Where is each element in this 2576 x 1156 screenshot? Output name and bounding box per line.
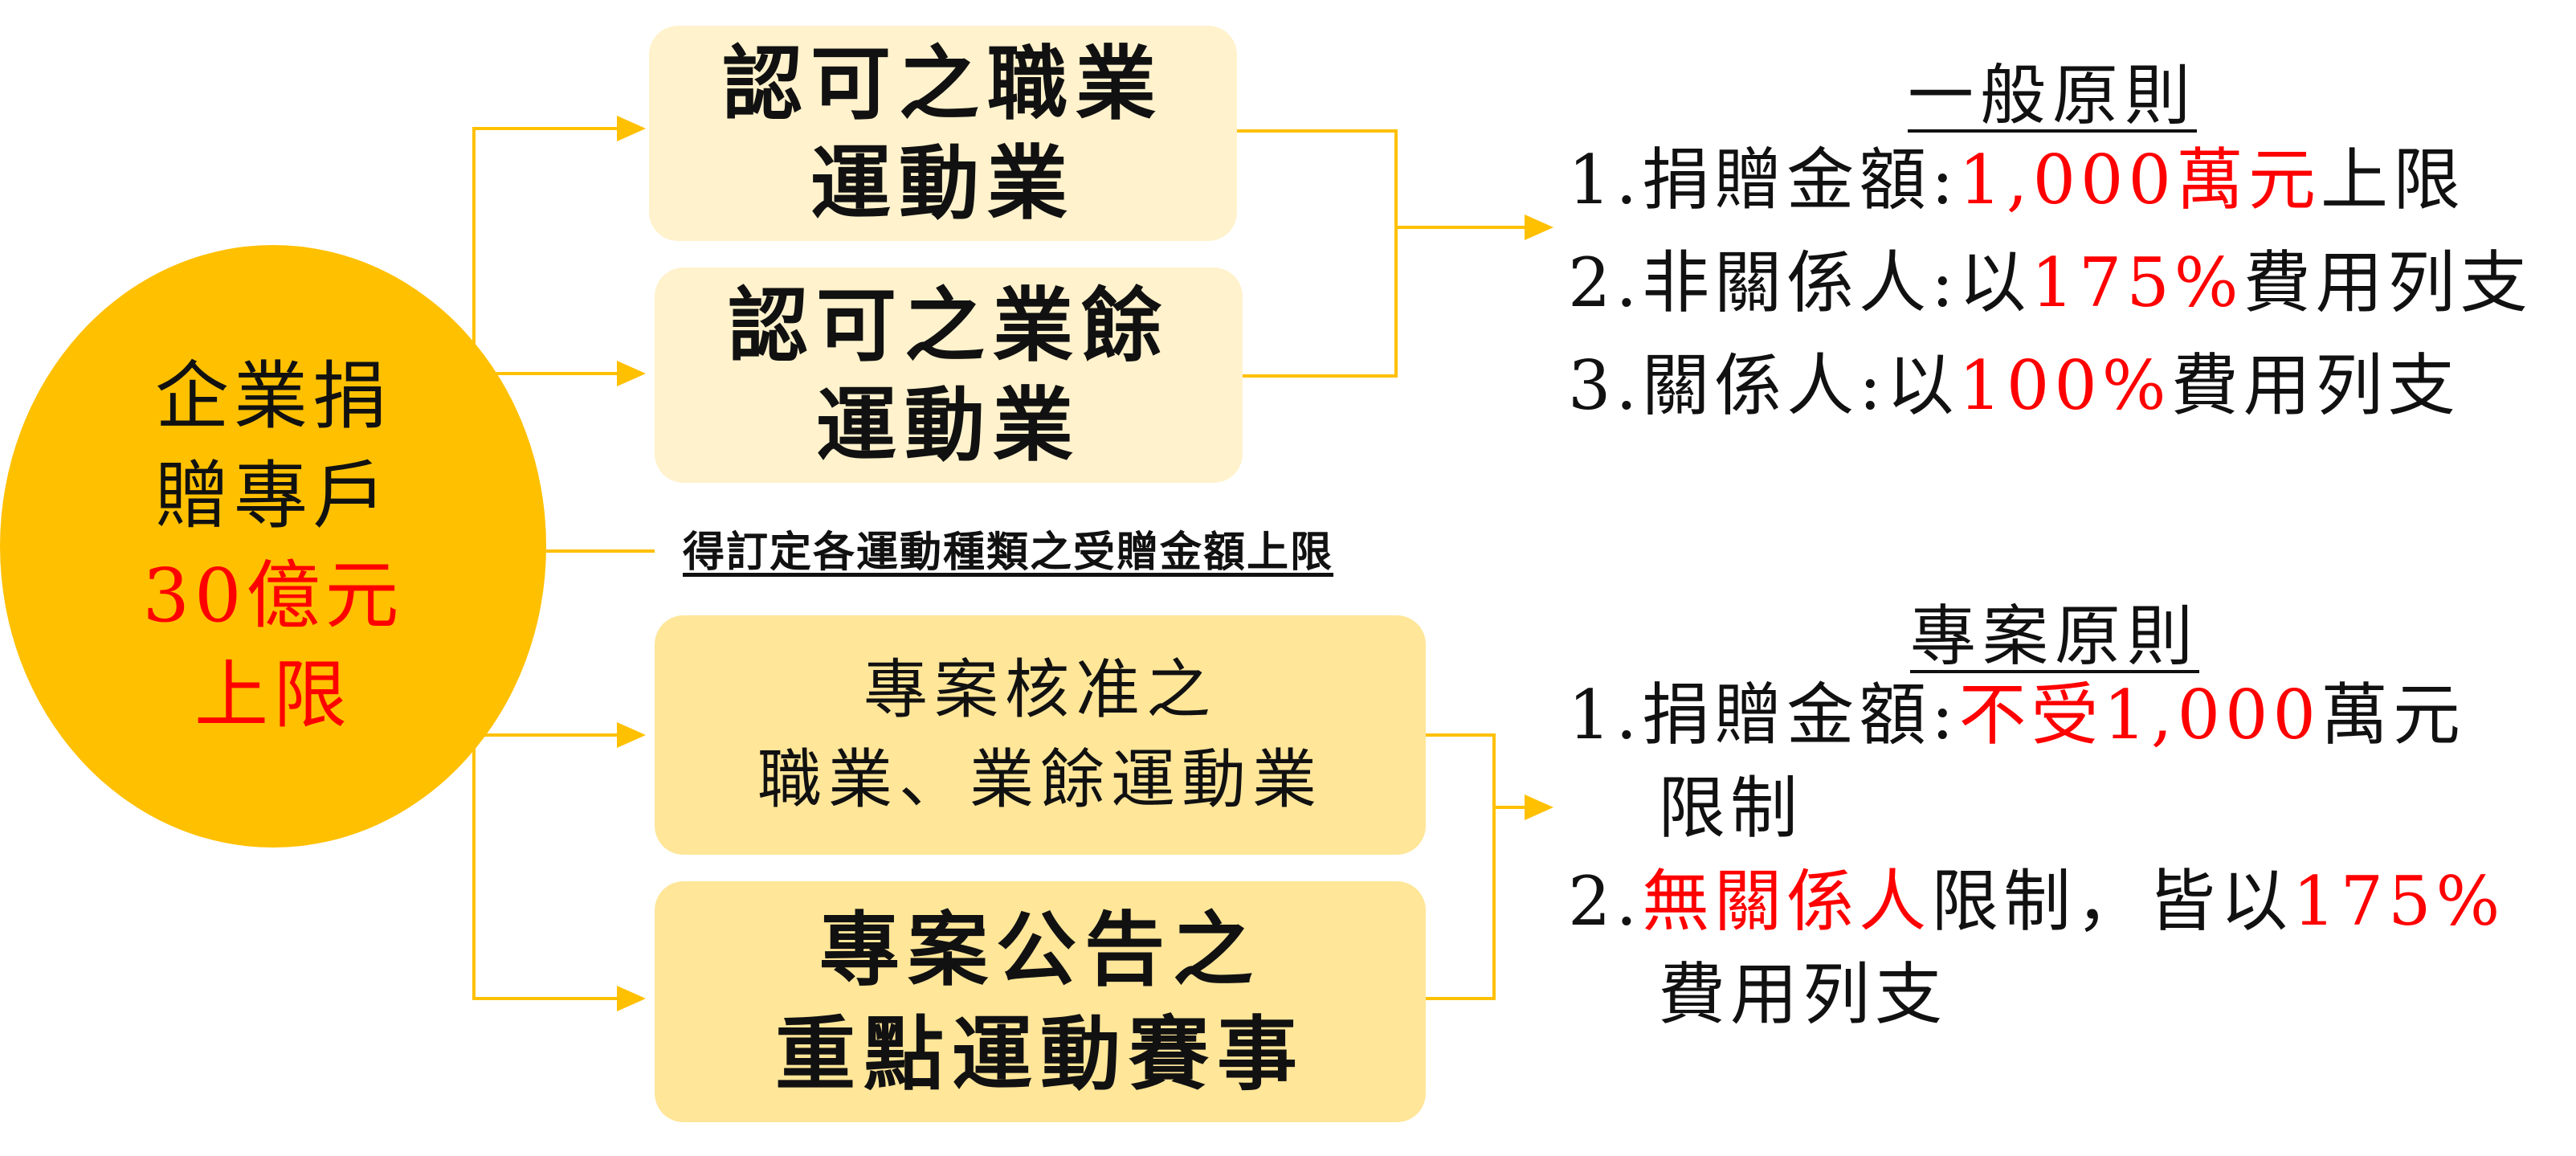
sport-cap-note: 得訂定各運動種類之受贈金額上限: [683, 528, 1334, 577]
special-principles-title: 專案原則: [1910, 598, 2200, 675]
special-rule-1: 1.捐贈金額:不受1,000萬元: [1568, 676, 2465, 754]
box4-line2: 重點運動賽事: [775, 1007, 1305, 1101]
circle-limit-line-1: 30億元: [142, 553, 404, 639]
general-rule-1: 1.捐贈金額:1,000萬元上限: [1568, 141, 2465, 219]
general-rule-3: 3.關係人:以100%費用列支: [1568, 346, 2460, 425]
box4-line1: 專案公告之: [819, 902, 1261, 997]
box-approved-amateur: 認可之業餘 運動業: [655, 268, 1243, 483]
box2-line2: 運動業: [816, 378, 1081, 472]
box3-line1: 專案核准之: [863, 652, 1217, 727]
special-rule-2-continued: 費用列支: [1658, 955, 1948, 1034]
special-rule-1-continued: 限制: [1658, 769, 1803, 848]
special-rule-2: 2.無關係人限制，皆以175%: [1568, 862, 2505, 941]
general-principles-title: 一般原則: [1908, 58, 2198, 134]
circle-line-1: 企業捐: [154, 353, 391, 439]
special-rules-list: 1.捐贈金額:不受1,000萬元 限制 2.無關係人限制，皆以175% 費用列支: [1568, 668, 2505, 1041]
general-rule-2: 2.非關係人:以175%費用列支: [1568, 243, 2533, 322]
circle-line-2: 贈專戶: [154, 453, 391, 539]
box3-line2: 職業、業餘運動業: [757, 742, 1323, 817]
circle-text: 企業捐 贈專戶 30億元 上限: [142, 347, 403, 745]
general-rules-list: 1.捐贈金額:1,000萬元上限 2.非關係人:以175%費用列支 3.關係人:…: [1568, 129, 2533, 437]
box2-line1: 認可之業餘: [728, 278, 1170, 373]
circle-limit-line-2: 上限: [194, 652, 352, 738]
donation-account-circle: 企業捐 贈專戶 30億元 上限: [0, 245, 546, 848]
box-approved-professional: 認可之職業 運動業: [649, 26, 1237, 241]
box-key-sports-events: 專案公告之 重點運動賽事: [655, 881, 1426, 1122]
box1-line1: 認可之職業: [722, 36, 1164, 131]
box-project-approved: 專案核准之 職業、業餘運動業: [655, 615, 1426, 855]
box1-line2: 運動業: [810, 136, 1076, 231]
